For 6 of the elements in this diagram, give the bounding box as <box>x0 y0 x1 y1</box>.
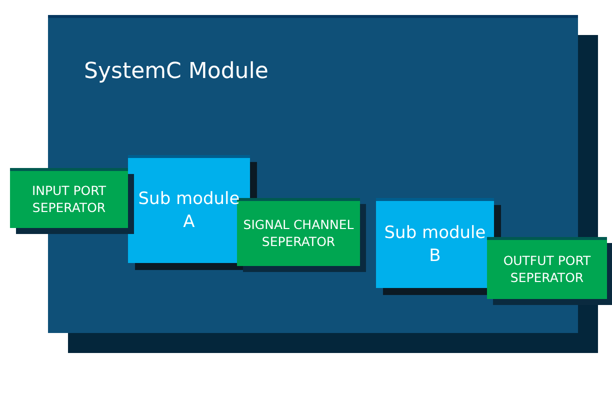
box-label: Sub module B <box>383 222 487 267</box>
box-label: Sub module A <box>137 188 241 233</box>
box-label: OUTFUT PORT SEPERATOR <box>502 253 592 286</box>
box-label: INPUT PORT SEPERATOR <box>30 183 108 216</box>
panel-title: SystemC Module <box>84 58 268 86</box>
box-label: SIGNAL CHANNEL SEPERATOR <box>242 217 355 250</box>
